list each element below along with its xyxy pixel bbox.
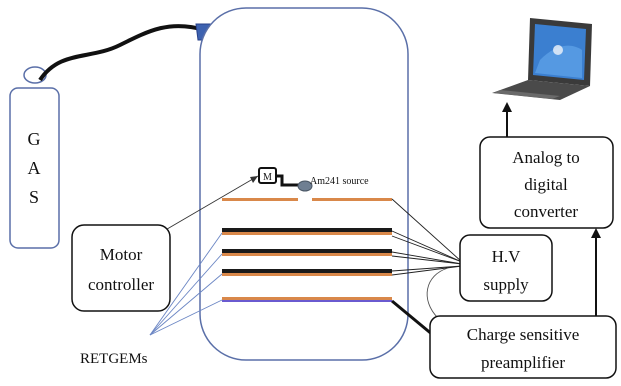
preamplifier-line-2: preamplifier (481, 353, 565, 372)
anode-electrode-bottom (222, 300, 392, 302)
retgems-label: RETGEMs (80, 351, 148, 367)
anode-electrode-top (222, 297, 392, 300)
gas-letter-g: G (28, 129, 41, 149)
hv-supply-box: H.V supply (459, 234, 553, 302)
preamplifier-box: Charge sensitive preamplifier (429, 315, 617, 379)
motor-controller-line-2: controller (88, 275, 154, 294)
hv-supply-line-1: H.V (492, 247, 522, 266)
retgem-1-bottom (222, 232, 392, 235)
adc-to-laptop-arrowhead (502, 102, 512, 112)
gas-letter-s: S (29, 187, 39, 207)
gas-cylinder: G A S (9, 66, 60, 249)
drift-electrode-left (222, 198, 298, 201)
laptop-icon (492, 18, 592, 100)
electrode-stack (222, 198, 392, 302)
drift-electrode-right (312, 198, 392, 201)
motor-assembly: M Am241 source (258, 167, 369, 192)
gas-letter-a: A (28, 158, 41, 178)
windows-logo-icon (553, 45, 563, 55)
hv-supply-line-2: supply (483, 275, 529, 294)
retgem-pointers (149, 232, 223, 336)
retgem-1-top (222, 228, 392, 232)
motor-controller-box: Motor controller (71, 224, 171, 312)
laptop-screen-glow (535, 45, 582, 78)
source-holder (297, 180, 313, 192)
motor-badge: M (263, 172, 272, 183)
hv-wiring (391, 198, 463, 319)
retgem-3-top (222, 269, 392, 273)
laptop-keyboard (494, 90, 560, 99)
motor-control-line (161, 175, 259, 233)
motor-arm (276, 174, 300, 187)
source-label: Am241 source (310, 176, 369, 187)
retgem-3-bottom (222, 273, 392, 276)
retgem-2-bottom (222, 253, 392, 256)
preamp-to-adc-arrowhead (591, 228, 601, 238)
adc-box: Analog to digital converter (479, 136, 614, 229)
retgem-2-top (222, 249, 392, 253)
gas-hose (38, 23, 206, 82)
cylinder-body (9, 87, 60, 249)
adc-line-1: Analog to (512, 148, 580, 167)
preamplifier-line-1: Charge sensitive (467, 325, 580, 344)
adc-line-2: digital (524, 175, 568, 194)
motor-controller-line-1: Motor (100, 245, 143, 264)
motor-control-arrowhead (250, 176, 258, 183)
adc-line-3: converter (514, 202, 579, 221)
